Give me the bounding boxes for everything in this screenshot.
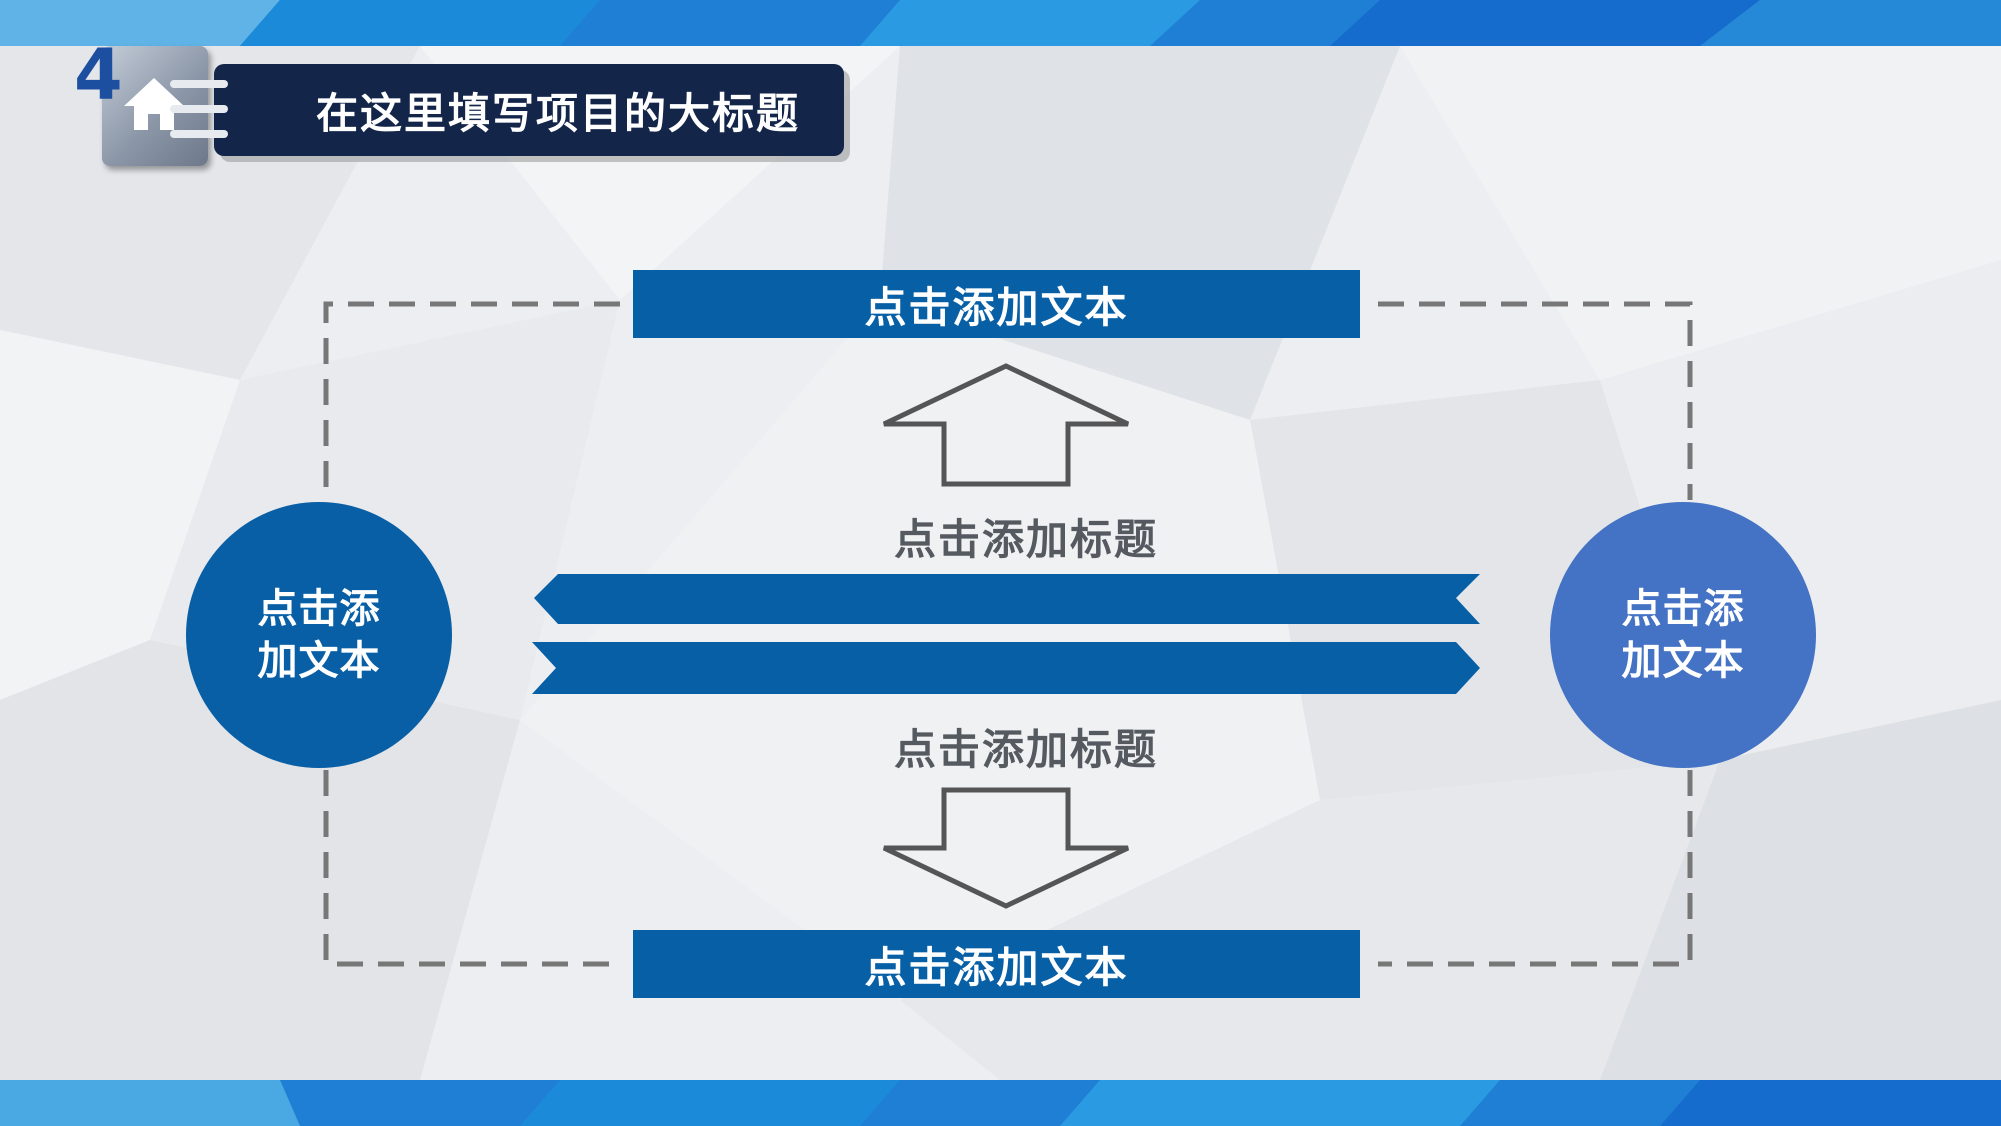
lower-title-label[interactable]: 点击添加标题	[893, 725, 1158, 774]
band-left	[534, 574, 1480, 624]
left-circle[interactable]: 点击添加文本	[186, 502, 452, 768]
upper-title-label[interactable]: 点击添加标题	[893, 515, 1158, 564]
section-number: 4	[74, 34, 123, 116]
arrow-down-outline-icon	[882, 787, 1130, 909]
left-circle-text: 点击添加文本	[257, 586, 381, 684]
right-circle-text: 点击添加文本	[1621, 586, 1745, 684]
title-bar: 在这里填写项目的大标题	[214, 64, 844, 156]
top-text-box[interactable]: 点击添加文本	[633, 270, 1360, 338]
band-right	[532, 642, 1480, 694]
right-circle[interactable]: 点击添加文本	[1550, 502, 1816, 768]
arrow-up-outline-icon	[882, 363, 1130, 487]
home-icon	[124, 78, 184, 130]
binder-rings-icon	[170, 80, 228, 138]
bottom-text-box[interactable]: 点击添加文本	[633, 930, 1360, 998]
page-title: 在这里填写项目的大标题	[316, 88, 801, 138]
